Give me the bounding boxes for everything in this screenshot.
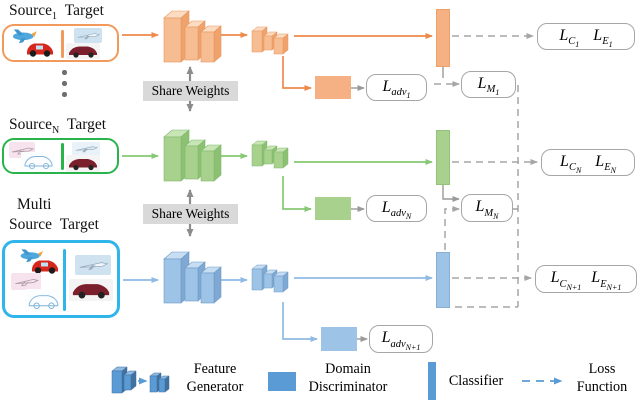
loss-m-N-box: LMN (461, 194, 513, 222)
cartoon-red-car-image (24, 39, 56, 58)
feature-blocks-row1 (251, 26, 289, 55)
row3-arrows (123, 275, 433, 342)
row3-title-line2: Source Target (9, 216, 99, 233)
classifier-row2 (436, 130, 450, 185)
cartoon-red-car-image (29, 256, 61, 275)
share-weights-label-1: Share Weights (143, 81, 238, 101)
domain-discriminator-row1 (315, 76, 351, 99)
sedan-photo-image (69, 279, 113, 301)
loss-c-e-N1-box: LCN+1 LEN+1 (535, 265, 637, 293)
loss-adv-1-box: Ladv1 (366, 74, 427, 101)
loss-c-e-N-box: LCN LEN (541, 149, 635, 176)
feature-blocks-row2 (251, 140, 289, 169)
loss-function-legend-icon (522, 377, 563, 385)
multi-source-target-box (2, 240, 120, 318)
row3-title-line1: Multi (17, 196, 52, 213)
classifier-row1 (436, 9, 450, 67)
loss-adv-N-box: LadvN (366, 195, 427, 222)
multi-source-divider (63, 249, 66, 311)
source1-target-box (2, 24, 119, 62)
classifier-legend-icon (428, 362, 436, 400)
cartoon-plane-image (9, 27, 39, 44)
cartoon-plane-image (17, 247, 45, 263)
domain-discriminator-legend-icon (268, 372, 296, 391)
row1-title: Source1 Target (9, 2, 104, 23)
blue-car-sketch-image (21, 152, 55, 171)
sedan-photo-image (66, 43, 100, 59)
feature-generator-row2 (163, 129, 222, 182)
feature-generator-row3 (163, 251, 222, 304)
row2-title: SourceN Target (9, 116, 107, 137)
feature-generator-legend-icon (111, 366, 170, 394)
domain-discriminator-row2 (315, 197, 351, 220)
sedan-photo-image (66, 155, 100, 172)
blue-car-sketch-image (25, 289, 61, 313)
classifier-row3 (436, 252, 450, 308)
legend-classifier-label: Classifier (448, 373, 504, 389)
loss-dashed-connectors (434, 33, 538, 308)
plane-photo-image (72, 142, 100, 156)
loss-adv-N1-box: LadvN+1 (369, 325, 433, 353)
source1-divider (61, 30, 64, 58)
feature-generator-row1 (163, 10, 222, 63)
row1-arrows (122, 32, 433, 91)
ellipsis-dot (62, 81, 67, 86)
ellipsis-dot (62, 70, 67, 75)
sourceN-divider (61, 143, 64, 170)
plane-photo-image (74, 28, 102, 43)
gray-stubs (442, 67, 518, 210)
sourceN-target-box (2, 138, 119, 174)
ellipsis-dot (62, 92, 67, 97)
pink-plane-sketch-image (11, 273, 41, 290)
row2-arrows (122, 153, 433, 212)
domain-discriminator-row3 (321, 327, 357, 351)
plane-photo-image (75, 255, 111, 275)
feature-blocks-row3 (251, 264, 289, 293)
share-weights-label-2: Share Weights (143, 204, 238, 224)
loss-m-1-box: LM1 (461, 71, 516, 98)
adv-arrows (351, 85, 368, 342)
loss-c-e-1-box: LC1 LE1 (537, 23, 635, 50)
